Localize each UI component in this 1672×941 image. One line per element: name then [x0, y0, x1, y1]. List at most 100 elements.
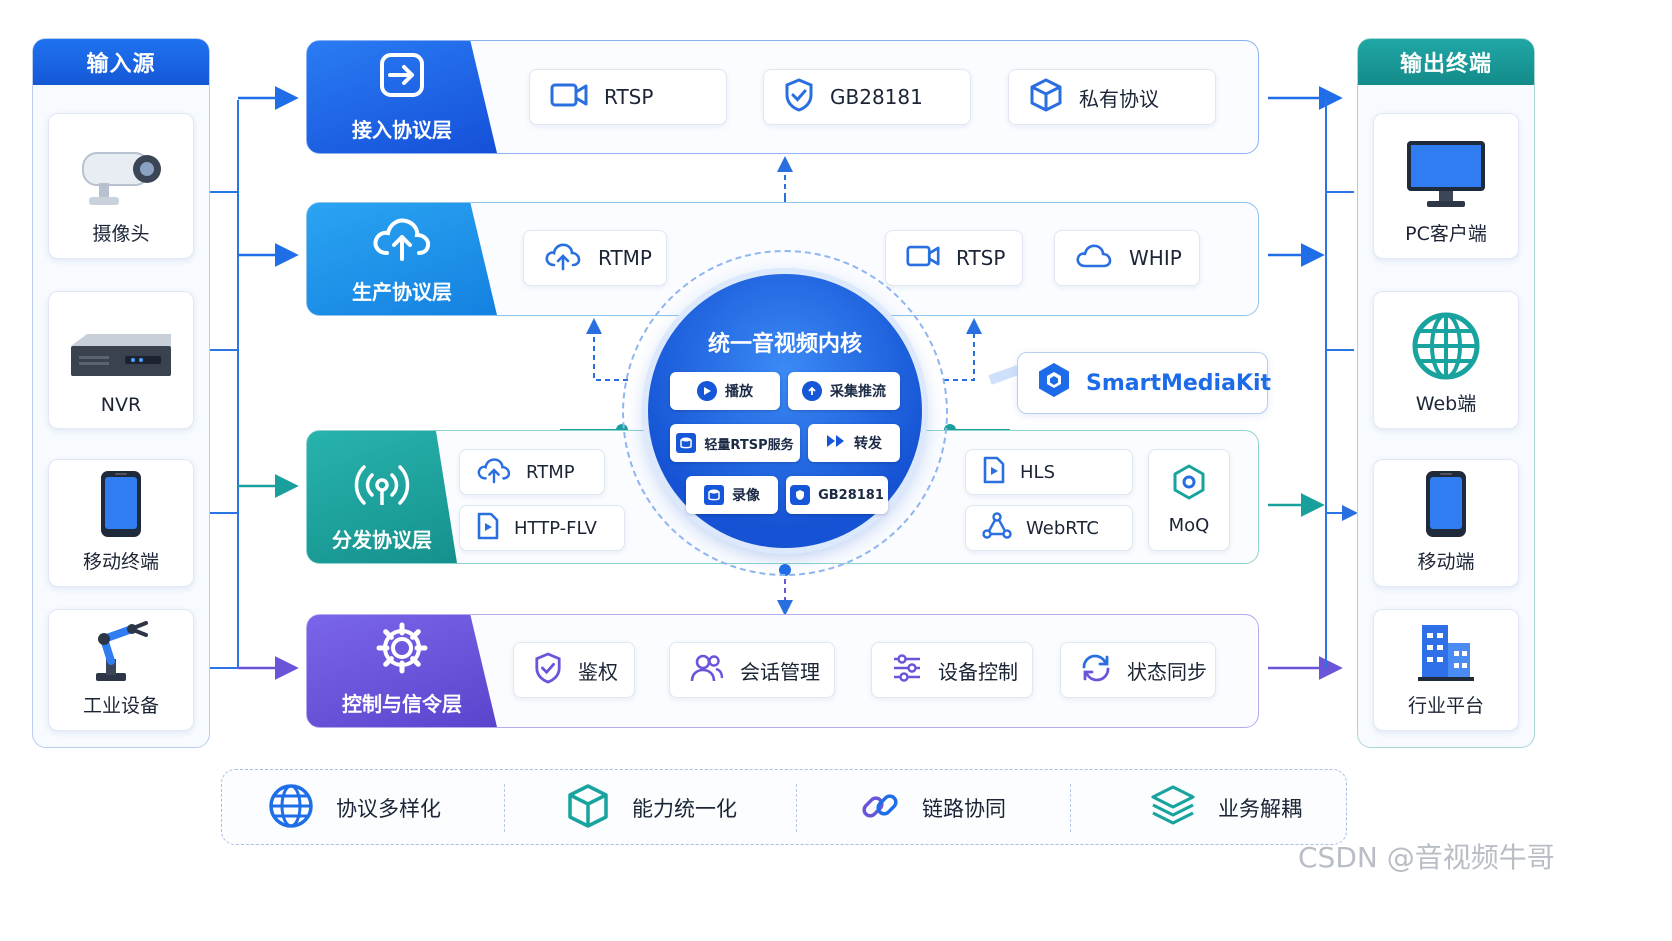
gear-icon	[375, 621, 429, 688]
sliders-icon	[892, 653, 922, 687]
cloud-upload-icon	[544, 241, 582, 276]
shield-check-icon	[534, 651, 562, 689]
output-item-label: Web端	[1415, 393, 1477, 415]
control-label: 鉴权	[578, 659, 618, 684]
cloud-icon	[1075, 242, 1113, 275]
core-chip-forward[interactable]: 转发	[808, 424, 900, 462]
robot-arm-icon	[86, 619, 156, 683]
hexagon-node-icon	[1172, 464, 1206, 505]
smartphone-icon	[1424, 469, 1468, 539]
cloud-upload-icon	[476, 456, 512, 489]
cube-icon	[566, 783, 610, 834]
protocol-rtmp[interactable]: RTMP	[459, 449, 605, 495]
smartmediakit-brand[interactable]: SmartMediaKit	[1017, 352, 1272, 414]
output-item-mobile[interactable]: 移动端	[1373, 459, 1519, 587]
video-camera-icon	[906, 244, 940, 273]
control-label: 设备控制	[938, 659, 1018, 684]
control-session[interactable]: 会话管理	[669, 642, 835, 698]
core-chip-record[interactable]: 录像	[686, 476, 778, 514]
control-state-sync[interactable]: 状态同步	[1060, 642, 1216, 698]
protocol-rtsp[interactable]: RTSP	[885, 230, 1023, 286]
buildings-icon	[1414, 619, 1478, 683]
distribution-layer-badge: 分发协议层	[307, 431, 457, 563]
protocol-gb28181[interactable]: GB28181	[763, 69, 971, 125]
core-chip-lightweight-rtsp[interactable]: 轻量RTSP服务	[670, 424, 800, 462]
globe-icon	[268, 783, 314, 834]
feature-divider	[1070, 784, 1071, 832]
output-item-pc[interactable]: PC客户端	[1373, 113, 1519, 259]
protocol-label: MoQ	[1168, 515, 1210, 536]
fast-forward-icon	[826, 434, 846, 452]
protocol-whip[interactable]: WHIP	[1054, 230, 1200, 286]
network-nodes-icon	[982, 511, 1012, 545]
input-item-mobile[interactable]: 移动终端	[48, 459, 194, 587]
core-chip-label: 播放	[725, 384, 753, 400]
feature-protocol-diversity: 协议多样化	[268, 770, 441, 846]
protocol-webrtc[interactable]: WebRTC	[965, 505, 1133, 551]
feature-label: 链路协同	[922, 797, 1006, 821]
monitor-icon	[1405, 139, 1487, 211]
shield-icon	[790, 485, 811, 505]
link-icon	[860, 786, 900, 831]
import-icon	[376, 49, 428, 114]
protocol-hls[interactable]: HLS	[965, 449, 1133, 495]
core-ring	[622, 250, 948, 576]
core-chip-play[interactable]: 播放	[670, 372, 780, 410]
input-sources-title: 输入源	[33, 39, 209, 85]
input-sources-panel: 输入源 摄像头 NVR 移动终端 工业设备	[32, 38, 210, 748]
protocol-label: HTTP-FLV	[514, 517, 597, 539]
database-icon	[676, 433, 697, 453]
cube-icon	[1029, 78, 1063, 117]
feature-divider	[504, 784, 505, 832]
input-item-label: 摄像头	[92, 223, 150, 245]
input-item-industrial[interactable]: 工业设备	[48, 609, 194, 731]
core-chip-capture-push[interactable]: 采集推流	[788, 372, 900, 410]
protocol-http-flv[interactable]: HTTP-FLV	[459, 505, 625, 551]
core-chip-label: 采集推流	[830, 384, 886, 400]
control-signaling-layer: 控制与信令层 鉴权 会话管理 设备控制 状态同步	[306, 614, 1259, 728]
core-title: 统一音视频内核	[707, 332, 862, 357]
unified-av-core: 统一音视频内核 播放 采集推流 轻量RTSP服务 转发 录像 GB28181	[648, 274, 922, 548]
output-terminals-panel: 输出终端 PC客户端 Web端 移动端 行业平台	[1357, 38, 1535, 748]
output-item-industry-platform[interactable]: 行业平台	[1373, 609, 1519, 731]
video-file-icon	[982, 456, 1006, 489]
input-item-label: NVR	[100, 394, 142, 416]
control-layer-badge: 控制与信令层	[307, 615, 497, 727]
input-item-label: 移动终端	[82, 551, 159, 573]
protocol-label: HLS	[1020, 461, 1055, 483]
users-icon	[690, 653, 724, 688]
distribution-layer-title: 分发协议层	[332, 528, 432, 552]
protocol-label: WHIP	[1129, 246, 1182, 270]
production-layer-badge: 生产协议层	[307, 203, 497, 315]
brand-label: SmartMediaKit	[1086, 370, 1272, 396]
sync-icon	[1081, 653, 1111, 688]
input-item-camera[interactable]: 摄像头	[48, 113, 194, 259]
protocol-label: RTMP	[526, 461, 575, 483]
core-chip-gb28181[interactable]: GB28181	[786, 476, 888, 514]
protocol-rtsp[interactable]: RTSP	[529, 69, 727, 125]
production-protocol-layer: 生产协议层 RTMP RTSP WHIP	[306, 202, 1259, 316]
control-label: 状态同步	[1127, 659, 1207, 684]
feature-label: 业务解耦	[1218, 797, 1302, 821]
protocol-private[interactable]: 私有协议	[1008, 69, 1216, 125]
output-item-label: 行业平台	[1407, 695, 1484, 717]
protocol-label: WebRTC	[1026, 517, 1099, 539]
protocol-moq[interactable]: MoQ	[1148, 449, 1230, 551]
protocol-rtmp[interactable]: RTMP	[523, 230, 667, 286]
feature-capability-unification: 能力统一化	[566, 770, 737, 846]
control-device[interactable]: 设备控制	[871, 642, 1033, 698]
control-auth[interactable]: 鉴权	[513, 642, 635, 698]
broadcast-icon	[352, 461, 412, 524]
control-label: 会话管理	[740, 659, 820, 684]
core-chip-label: 转发	[854, 436, 882, 452]
feature-label: 协议多样化	[336, 797, 441, 821]
core-chip-label: GB28181	[818, 487, 884, 503]
watermark: CSDN @音视频牛哥	[1298, 841, 1555, 874]
input-item-nvr[interactable]: NVR	[48, 291, 194, 429]
core-chip-label: 录像	[732, 488, 760, 504]
security-camera-icon	[73, 139, 169, 211]
access-layer-badge: 接入协议层	[307, 41, 497, 153]
feature-bar: 协议多样化 能力统一化 链路协同 业务解耦	[221, 769, 1347, 845]
output-item-web[interactable]: Web端	[1373, 291, 1519, 429]
